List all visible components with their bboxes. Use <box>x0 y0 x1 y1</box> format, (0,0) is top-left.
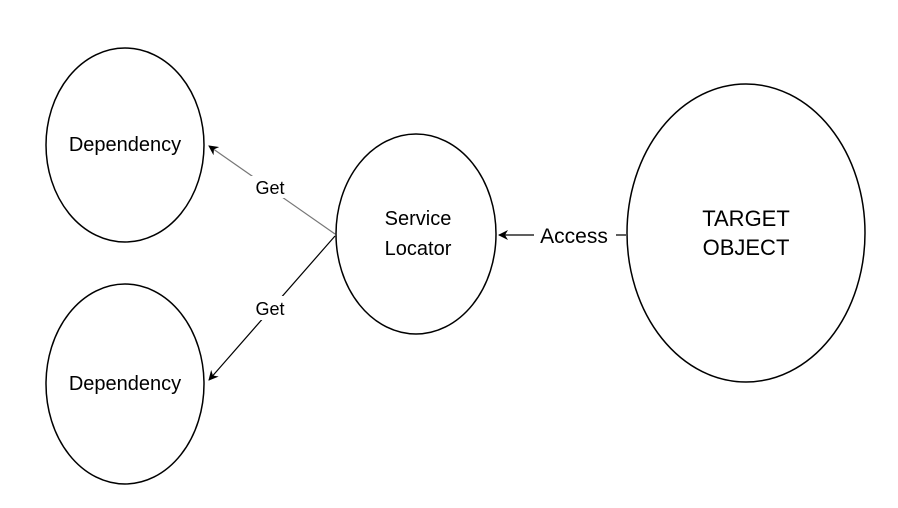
edge-get-bottom-label-bg <box>249 296 291 320</box>
node-service-locator-label-line1: Service <box>385 208 452 230</box>
node-dependency-top: Dependency <box>45 47 205 243</box>
node-service-locator-label-line2: Locator <box>385 238 452 260</box>
edge-access-label-bg <box>534 222 616 249</box>
node-service-locator: Service Locator <box>335 133 497 335</box>
node-dependency-bottom: Dependency <box>45 283 205 485</box>
node-dependency-top-label: Dependency <box>69 134 181 156</box>
edge-access: Access <box>498 222 626 249</box>
node-target-object-label-line2: OBJECT <box>703 235 790 260</box>
node-dependency-bottom-shape <box>45 283 205 485</box>
edge-get-bottom-label: Get <box>255 299 284 319</box>
edge-access-label: Access <box>540 225 608 248</box>
edge-get-top-label: Get <box>255 178 284 198</box>
edge-get-bottom: Get <box>208 235 336 381</box>
node-dependency-bottom-label: Dependency <box>69 373 181 395</box>
edge-get-top-label-bg <box>249 176 291 198</box>
node-target-object-shape <box>626 83 866 383</box>
node-target-object-label-line1: TARGET <box>702 206 790 231</box>
node-target-object: TARGET OBJECT <box>626 83 866 383</box>
edge-get-top: Get <box>208 145 336 235</box>
node-service-locator-shape <box>335 133 497 335</box>
node-dependency-top-shape <box>45 47 205 243</box>
